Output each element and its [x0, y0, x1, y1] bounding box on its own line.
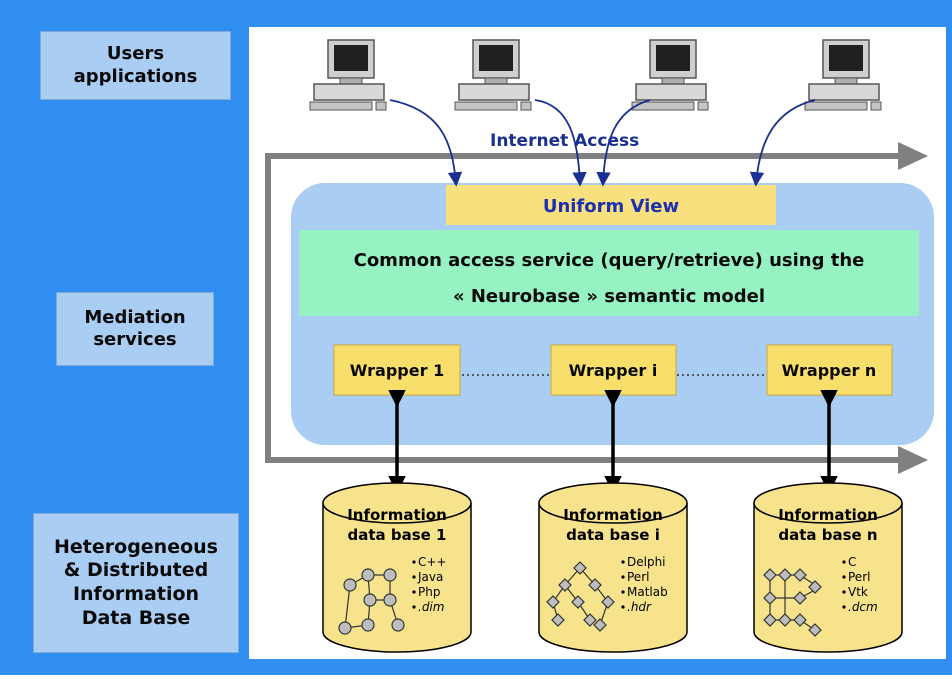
database-1-item: Php: [418, 585, 440, 599]
graph-network-icon: [338, 568, 405, 635]
database-i-item: Perl: [627, 570, 649, 584]
access-arrows: [389, 99, 816, 187]
label-line: services: [93, 329, 177, 350]
database-i-item: Delphi: [627, 555, 666, 569]
label-line: & Distributed: [63, 559, 209, 582]
database-1-item: .dim: [418, 600, 444, 614]
database-i-item: .hdr: [627, 600, 652, 614]
database-n-item: Vtk: [848, 585, 868, 599]
database-1-item: Java: [417, 570, 443, 584]
database-1-title-line2: data base 1: [348, 526, 447, 544]
database-n-item: Perl: [848, 570, 870, 584]
uniform-view-label: Uniform View: [543, 196, 679, 217]
computer-icon: [631, 39, 709, 111]
users-applications-label: Users applications: [40, 31, 231, 100]
label-line: applications: [73, 65, 198, 87]
database-i-item: Matlab: [627, 585, 668, 599]
lattice-graph-icon: [763, 568, 822, 637]
label-line: Data Base: [81, 606, 191, 629]
database-n-title-line1: Information: [778, 506, 878, 524]
label-line: Users: [106, 43, 165, 64]
database-i-title-line1: Information: [563, 506, 663, 524]
wrapper-i-label: Wrapper i: [569, 361, 658, 380]
wrapper-i-box: [550, 344, 677, 396]
computer-icon: [804, 39, 882, 111]
common-service-box: [299, 230, 919, 316]
label-line: Mediation: [84, 306, 186, 328]
wrapper-1-box: [333, 344, 461, 396]
database-n-item: C: [848, 555, 856, 569]
database-i-title-line2: data base i: [566, 526, 660, 544]
label-line: Heterogeneous: [54, 535, 218, 558]
gray-bus-arrows: [265, 142, 928, 474]
computer-icon: [454, 39, 532, 111]
common-service-line1: Common access service (query/retrieve) u…: [354, 250, 865, 271]
wrapper-1-label: Wrapper 1: [350, 361, 444, 380]
wrapper-n-label: Wrapper n: [782, 361, 877, 380]
database-n-item: .dcm: [848, 600, 878, 614]
database-1-title-line1: Information: [347, 506, 447, 524]
database-1-cylinder: [322, 482, 472, 653]
tree-graph-icon: [546, 561, 615, 632]
uniform-view-box: [446, 185, 776, 225]
database-n-cylinder: [753, 482, 903, 653]
double-arrows: [388, 390, 838, 494]
database-n-title-line2: data base n: [778, 526, 877, 544]
mediation-services-label: Mediation services: [56, 292, 214, 366]
heterogeneous-databases-label: Heterogeneous & Distributed Information …: [33, 513, 239, 653]
database-i-cylinder: [538, 482, 688, 653]
label-line: Information: [72, 583, 200, 605]
database-1-item: C++: [418, 555, 447, 569]
internet-access-label: Internet Access: [490, 131, 639, 151]
computer-icon: [309, 39, 387, 111]
common-service-line2: « Neurobase » semantic model: [453, 286, 765, 307]
